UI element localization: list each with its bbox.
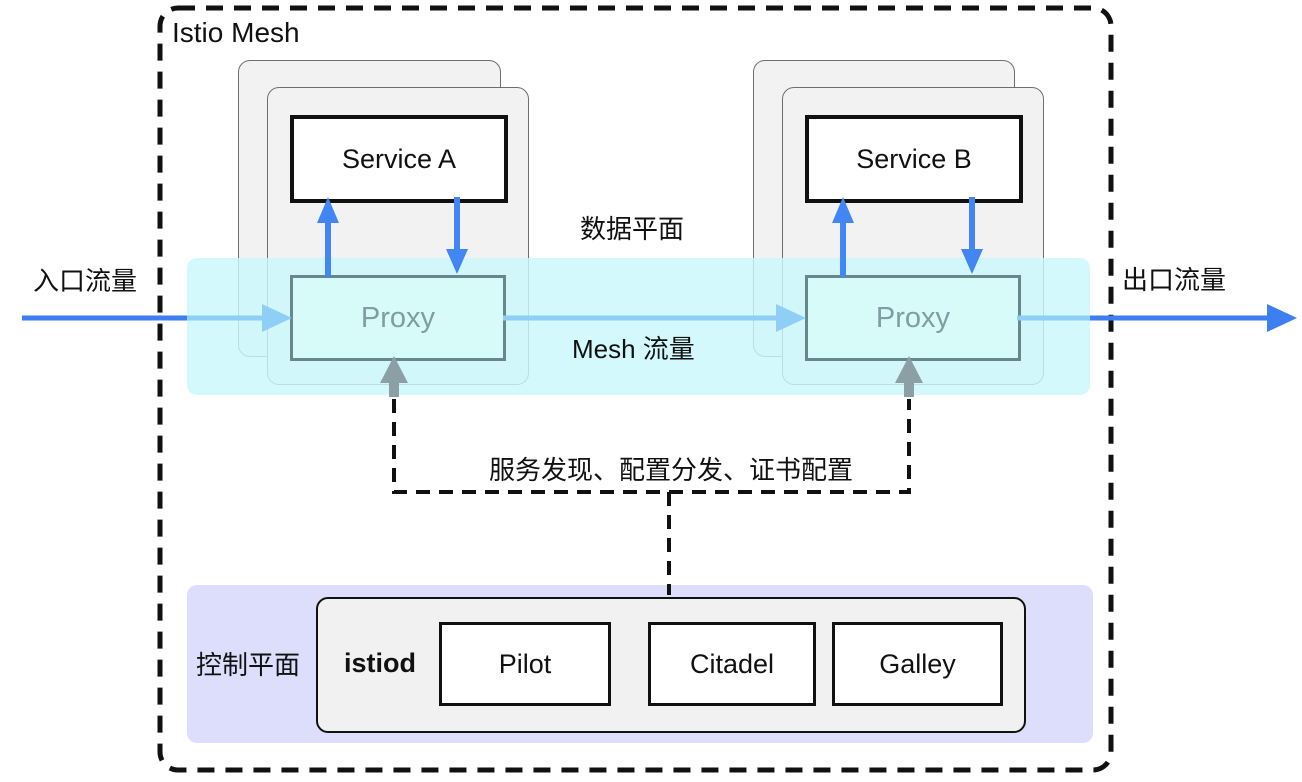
service-a-box: Service A	[290, 115, 508, 203]
proxy-a-label: Proxy	[360, 301, 436, 334]
control-link-label: 服务发现、配置分发、证书配置	[489, 455, 854, 485]
component-pilot-box: Pilot	[439, 622, 611, 706]
component-citadel-box: Citadel	[648, 622, 816, 706]
component-galley-label: Galley	[879, 648, 956, 679]
istiod-label: istiod	[344, 648, 416, 678]
egress-arrowhead-icon	[1267, 304, 1297, 332]
service-b-box: Service B	[805, 115, 1023, 203]
data-plane-label: 数据平面	[580, 214, 685, 244]
proxy-a-box: Proxy	[290, 275, 506, 361]
component-citadel-label: Citadel	[689, 648, 775, 679]
component-galley-box: Galley	[832, 622, 1003, 706]
mesh-title: Istio Mesh	[172, 17, 300, 48]
ingress-label: 入口流量	[33, 266, 138, 296]
service-a-label: Service A	[341, 143, 457, 174]
mesh-traffic-label: Mesh 流量	[572, 334, 695, 364]
egress-label: 出口流量	[1122, 265, 1227, 295]
proxy-b-box: Proxy	[805, 275, 1021, 361]
control-plane-label: 控制平面	[196, 650, 301, 680]
service-b-label: Service B	[856, 143, 972, 174]
component-pilot-label: Pilot	[498, 648, 552, 679]
proxy-b-label: Proxy	[875, 301, 951, 334]
